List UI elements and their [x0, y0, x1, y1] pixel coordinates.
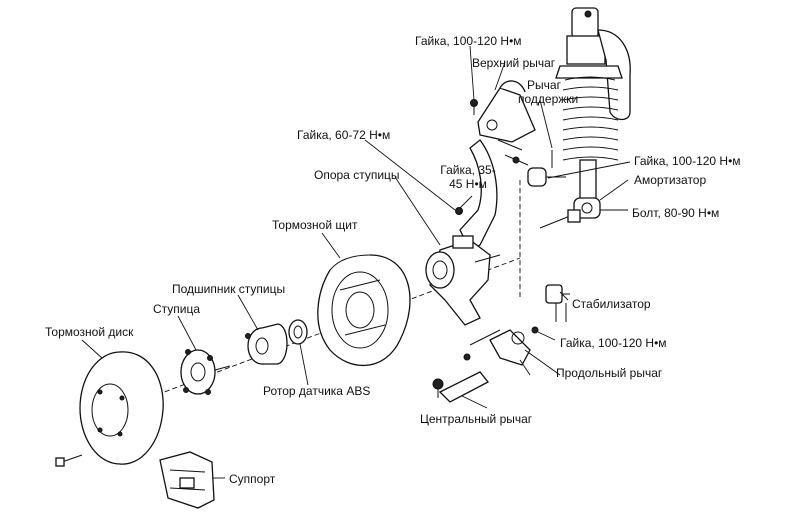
hub-bearing-part — [245, 323, 288, 365]
abs-rotor-part — [288, 319, 308, 345]
brake-disc-part — [79, 351, 164, 465]
hub-part — [180, 349, 231, 395]
support-arm-bolts — [497, 139, 566, 187]
label-brake-disc: Тормозной диск — [45, 325, 134, 339]
upper-arm-part — [470, 80, 536, 143]
hub-carrier-part — [425, 139, 498, 326]
label-nut-right: Гайка, 100-120 Н•м — [634, 154, 741, 168]
label-bolt-80-90: Болт, 80-90 Н•м — [632, 206, 720, 220]
label-stabilizer: Стабилизатор — [572, 297, 651, 311]
label-center-arm: Центральный рычаг — [420, 412, 533, 426]
trailing-arm-part — [489, 326, 561, 376]
stabilizer-part — [545, 284, 570, 322]
label-support-arm: Рычаг поддержки — [518, 78, 579, 106]
shock-absorber-part — [555, 7, 631, 219]
label-nut-60-72: Гайка, 60-72 Н•м — [297, 128, 391, 142]
label-hub: Ступица — [153, 302, 201, 316]
label-caliper: Суппорт — [229, 472, 276, 486]
label-nut-lower: Гайка, 100-120 Н•м — [560, 336, 667, 350]
center-arm-part — [432, 371, 489, 403]
right-bolts — [463, 209, 581, 361]
brake-shield-part — [317, 254, 411, 367]
label-hub-bearing: Подшипник ступицы — [172, 282, 286, 296]
label-nut-35-45: Гайка, 35-45 Н•м — [440, 163, 496, 191]
label-brake-shield: Тормозной щит — [272, 218, 358, 232]
leader-lines — [81, 45, 631, 479]
label-trailing-arm: Продольный рычаг — [556, 366, 663, 380]
label-abs-rotor: Ротор датчика ABS — [263, 384, 371, 398]
label-nut-upper: Гайка, 100-120 Н•м — [415, 34, 522, 48]
caliper-part — [159, 451, 215, 509]
label-hub-carrier: Опора ступицы — [314, 168, 400, 182]
label-shock-absorber: Амортизатор — [634, 173, 707, 187]
disc-screw-part — [55, 454, 83, 467]
label-upper-arm: Верхний рычаг — [472, 56, 556, 70]
